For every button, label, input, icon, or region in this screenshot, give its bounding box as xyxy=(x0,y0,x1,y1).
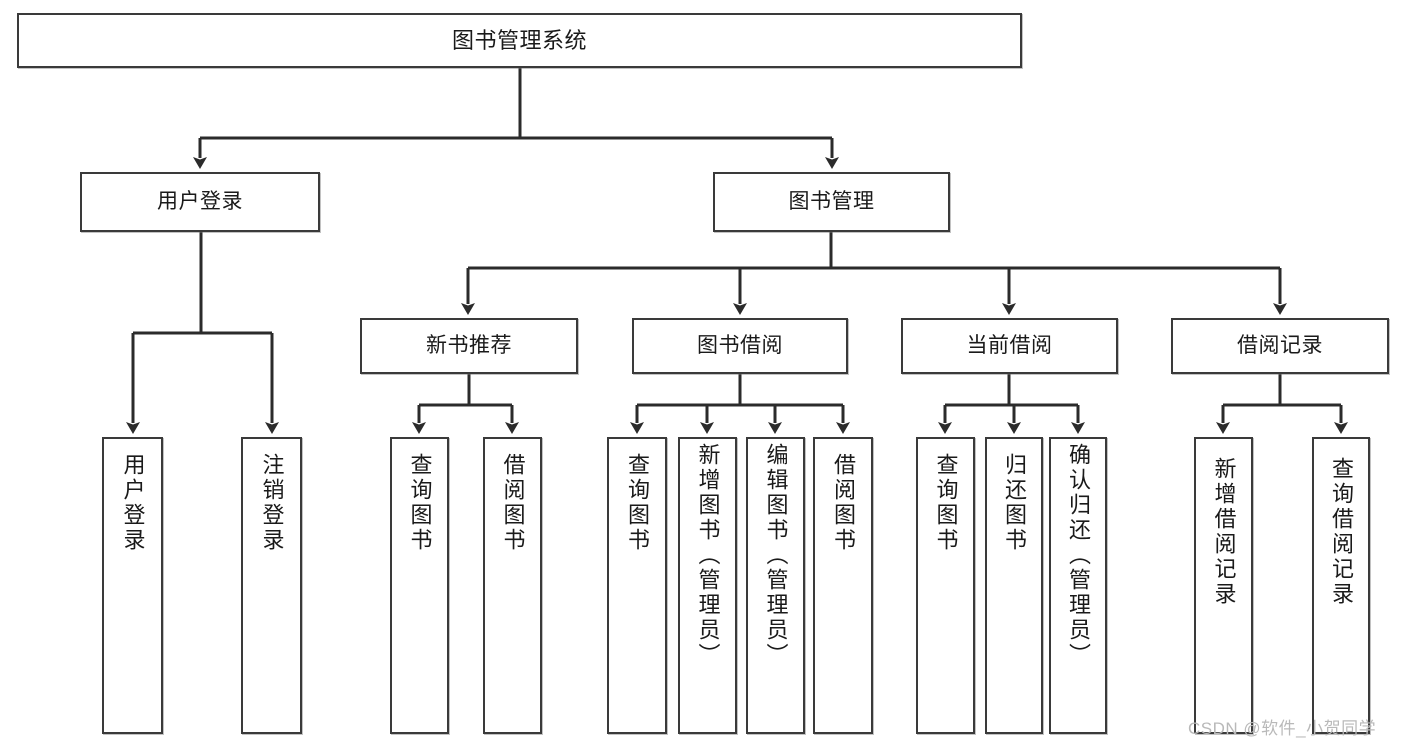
leaf-query-book-2-label: 查询图书 xyxy=(624,453,650,553)
node-current-borrow-label: 当前借阅 xyxy=(966,333,1053,357)
leaf-user-login[interactable]: 用户登录 xyxy=(102,437,163,734)
node-borrow-record[interactable]: 借阅记录 xyxy=(1171,318,1389,374)
node-new-book-recommend[interactable]: 新书推荐 xyxy=(360,318,578,374)
node-root[interactable]: 图书管理系统 xyxy=(17,13,1022,68)
leaf-logout-login[interactable]: 注销登录 xyxy=(241,437,302,734)
leaf-borrow-book-2-label: 借阅图书 xyxy=(830,453,856,553)
leaf-add-borrow-record-label: 新增借阅记录 xyxy=(1211,457,1237,607)
leaf-logout-login-label: 注销登录 xyxy=(259,453,285,553)
leaf-borrow-book-1[interactable]: 借阅图书 xyxy=(483,437,542,734)
csdn-watermark: CSDN @软件_小贺同学 xyxy=(1188,719,1377,738)
leaf-query-book-2[interactable]: 查询图书 xyxy=(607,437,667,734)
leaf-query-borrow-record[interactable]: 查询借阅记录 xyxy=(1312,437,1370,734)
leaf-add-borrow-record[interactable]: 新增借阅记录 xyxy=(1194,437,1253,734)
node-book-manage-label: 图书管理 xyxy=(788,189,875,213)
node-new-book-recommend-label: 新书推荐 xyxy=(426,333,512,357)
leaf-confirm-return-admin-label: 确认归还（管理员） xyxy=(1065,443,1091,668)
leaf-borrow-book-1-label: 借阅图书 xyxy=(500,453,526,553)
node-book-borrow-label: 图书借阅 xyxy=(697,333,783,357)
leaf-query-book-1[interactable]: 查询图书 xyxy=(390,437,449,734)
leaf-return-book-label: 归还图书 xyxy=(1001,453,1027,553)
leaf-edit-book-admin-label: 编辑图书（管理员） xyxy=(763,443,789,668)
node-book-manage[interactable]: 图书管理 xyxy=(713,172,950,232)
leaf-query-book-3-label: 查询图书 xyxy=(933,453,959,553)
node-root-label: 图书管理系统 xyxy=(451,27,587,53)
leaf-return-book[interactable]: 归还图书 xyxy=(985,437,1043,734)
leaf-query-book-3[interactable]: 查询图书 xyxy=(916,437,975,734)
leaf-edit-book-admin[interactable]: 编辑图书（管理员） xyxy=(746,437,805,734)
node-user-login[interactable]: 用户登录 xyxy=(80,172,320,232)
node-borrow-record-label: 借阅记录 xyxy=(1237,333,1323,357)
node-book-borrow[interactable]: 图书借阅 xyxy=(632,318,848,374)
leaf-query-borrow-record-label: 查询借阅记录 xyxy=(1328,457,1354,607)
leaf-confirm-return-admin[interactable]: 确认归还（管理员） xyxy=(1049,437,1107,734)
leaf-user-login-label: 用户登录 xyxy=(120,453,146,553)
leaf-add-book-admin-label: 新增图书（管理员） xyxy=(695,443,721,668)
leaf-borrow-book-2[interactable]: 借阅图书 xyxy=(813,437,873,734)
leaf-add-book-admin[interactable]: 新增图书（管理员） xyxy=(678,437,737,734)
node-current-borrow[interactable]: 当前借阅 xyxy=(901,318,1118,374)
node-user-login-label: 用户登录 xyxy=(157,189,243,213)
leaf-query-book-1-label: 查询图书 xyxy=(407,453,433,553)
